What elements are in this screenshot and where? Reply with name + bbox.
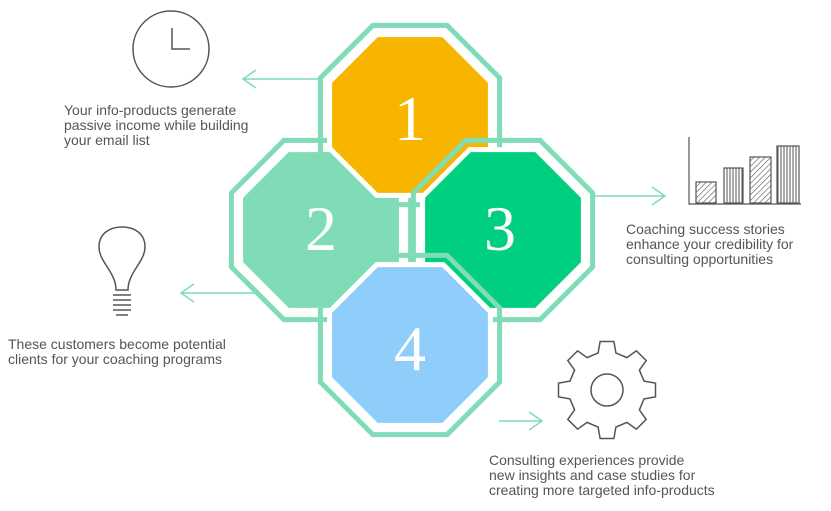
octagon-step-4: 4 [317, 252, 503, 438]
caption-step-4: Consulting experiences provide new insig… [489, 452, 715, 498]
arrow-step-3 [594, 186, 667, 206]
step-1-number: 1 [394, 83, 426, 154]
arrow-step-1 [241, 69, 322, 89]
arrow-step-2 [179, 283, 254, 303]
lightbulb-icon [98, 226, 146, 316]
step-2-number: 2 [305, 193, 337, 264]
caption-step-3: Coaching success stories enhance your cr… [626, 221, 794, 267]
caption-step-2: These customers become potential clients… [8, 336, 226, 367]
clock-icon [132, 10, 210, 88]
gear-icon [557, 340, 657, 440]
step-3-number: 3 [484, 193, 516, 264]
bar-chart-icon [688, 137, 801, 205]
arrow-step-4 [499, 411, 544, 431]
step-4-number: 4 [394, 313, 426, 384]
caption-step-1: Your info-products generate passive inco… [64, 102, 249, 148]
